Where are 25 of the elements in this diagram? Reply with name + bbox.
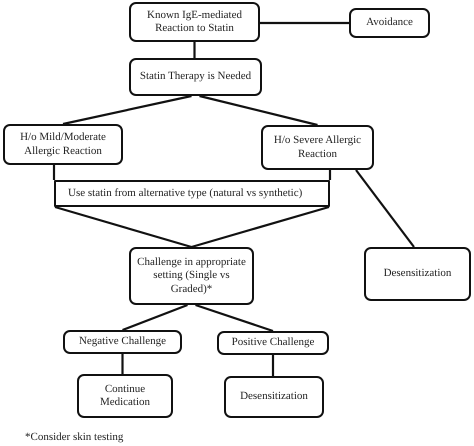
process-box: Desensitization	[224, 376, 324, 418]
process-box: Challenge in appropriate setting (Single vs Graded)*	[129, 247, 254, 305]
connector-line	[355, 169, 415, 248]
process-box: Continue Medication	[77, 374, 173, 418]
process-box: Negative Challenge	[63, 330, 182, 354]
process-bar: Use statin from alternative type (natural vs synthetic)	[54, 180, 330, 207]
connector-line	[260, 22, 349, 24]
connector-line	[272, 355, 274, 376]
connector-line	[193, 42, 196, 58]
connector-line	[62, 94, 192, 126]
connector-line	[122, 304, 188, 332]
process-box: Avoidance	[349, 8, 430, 38]
process-box: H/o Mild/Moderate Allergic Reaction	[3, 124, 123, 165]
connector-line	[52, 165, 56, 180]
connector-line	[199, 94, 318, 126]
connector-line	[121, 354, 124, 374]
footnote: *Consider skin testing	[25, 431, 124, 443]
connector-line	[195, 304, 274, 332]
process-box: Desensitization	[364, 247, 471, 301]
process-box: H/o Severe Allergic Reaction	[261, 125, 374, 170]
process-box: Known IgE-mediated Reaction to Statin	[129, 2, 260, 42]
process-box: Statin Therapy is Needed	[129, 58, 262, 96]
connector-line	[328, 170, 332, 180]
connector-line	[54, 206, 330, 248]
process-box: Positive Challenge	[217, 331, 329, 355]
